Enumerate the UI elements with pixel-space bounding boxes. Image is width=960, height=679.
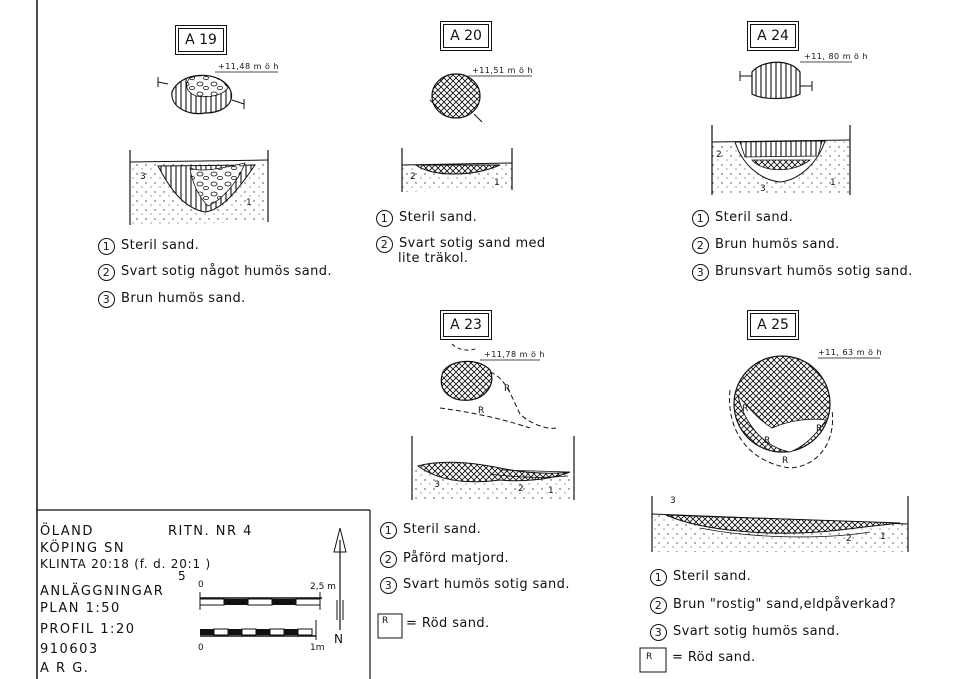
find-label-a24: A 24 <box>747 21 799 51</box>
a25-layer-1: 1 <box>880 532 886 542</box>
a19-layer-3: 3 <box>140 172 146 182</box>
title-region: ÖLAND <box>40 524 94 539</box>
a25-layer-2: 2 <box>846 534 852 544</box>
a24-layer-3: 3 <box>760 184 766 194</box>
legend-a20-item-2-cont: lite träkol. <box>398 251 469 266</box>
plan-scale-end: 2,5 m <box>310 582 336 592</box>
title-date: 910603 <box>40 642 99 657</box>
a20-profile <box>401 148 513 192</box>
title-plan-scale: PLAN 1:50 <box>40 601 121 616</box>
title-site-sub: 5 <box>178 569 188 583</box>
title-author: A R G. <box>40 661 90 676</box>
rod-sand-key-a23 <box>377 613 403 639</box>
rod-sand-key-a25-mark: R <box>646 652 653 662</box>
a23-red-sand-mark: R <box>504 384 511 394</box>
legend-a23-rod-sand: = Röd sand. <box>406 616 490 631</box>
a24-layer-1: 1 <box>830 178 836 188</box>
a25-red-sand-mark: R <box>816 424 823 434</box>
title-profile-scale: PROFIL 1:20 <box>40 622 136 637</box>
profile-scale-zero: 0 <box>198 643 204 653</box>
a19-plan <box>157 71 278 115</box>
plan-scale-bar <box>199 592 322 610</box>
elevation-a25: +11, 63 m ö h <box>818 348 883 357</box>
a23-layer-3: 3 <box>434 480 440 490</box>
legend-a25-rod-sand: = Röd sand. <box>672 650 756 665</box>
a25-red-sand-mark: R <box>782 456 789 466</box>
find-label-a19: A 19 <box>175 25 227 55</box>
elevation-a24: +11, 80 m ö h <box>804 52 869 61</box>
a23-layer-1: 1 <box>548 486 554 496</box>
find-label-a23: A 23 <box>440 310 492 340</box>
a20-layer-2: 2 <box>410 172 416 182</box>
a23-plan <box>439 343 557 429</box>
a23-red-sand-mark: R <box>478 406 485 416</box>
profile-scale-end: 1m <box>310 643 325 653</box>
title-features: ANLÄGGNINGAR <box>40 584 165 599</box>
a19-layer-1: 1 <box>246 198 252 208</box>
north-label: N <box>334 632 343 646</box>
a25-red-sand-mark: R <box>742 404 749 414</box>
elevation-a19: +11,48 m ö h <box>218 62 279 71</box>
a24-plan <box>739 61 852 100</box>
title-parish: KÖPING SN <box>40 541 126 556</box>
a25-profile <box>651 496 909 552</box>
elevation-a23: +11,78 m ö h <box>484 350 545 359</box>
find-label-a20: A 20 <box>440 21 492 51</box>
elevation-a20: +11,51 m ö h <box>472 66 533 75</box>
rod-sand-key-a25 <box>639 647 667 673</box>
a20-layer-1: 1 <box>494 178 500 188</box>
profile-scale-bar <box>200 620 317 640</box>
a24-layer-2: 2 <box>716 150 722 160</box>
a20-plan <box>429 73 532 123</box>
title-drawing-number: RITN. NR 4 <box>168 524 253 539</box>
a23-profile <box>411 436 575 500</box>
rod-sand-key-a23-mark: R <box>382 616 389 626</box>
title-site: KLINTA 20:18 (f. d. 20:1 ) <box>40 557 212 571</box>
a23-layer-2: 2 <box>518 484 524 494</box>
north-arrow <box>333 527 347 630</box>
a25-red-sand-mark: R <box>764 436 771 446</box>
plan-scale-zero: 0 <box>198 580 204 590</box>
find-label-a25: A 25 <box>747 310 799 340</box>
a19-profile <box>129 150 269 225</box>
a25-layer-3: 3 <box>670 496 676 506</box>
a24-profile <box>711 125 851 195</box>
a25-plan <box>729 355 880 469</box>
